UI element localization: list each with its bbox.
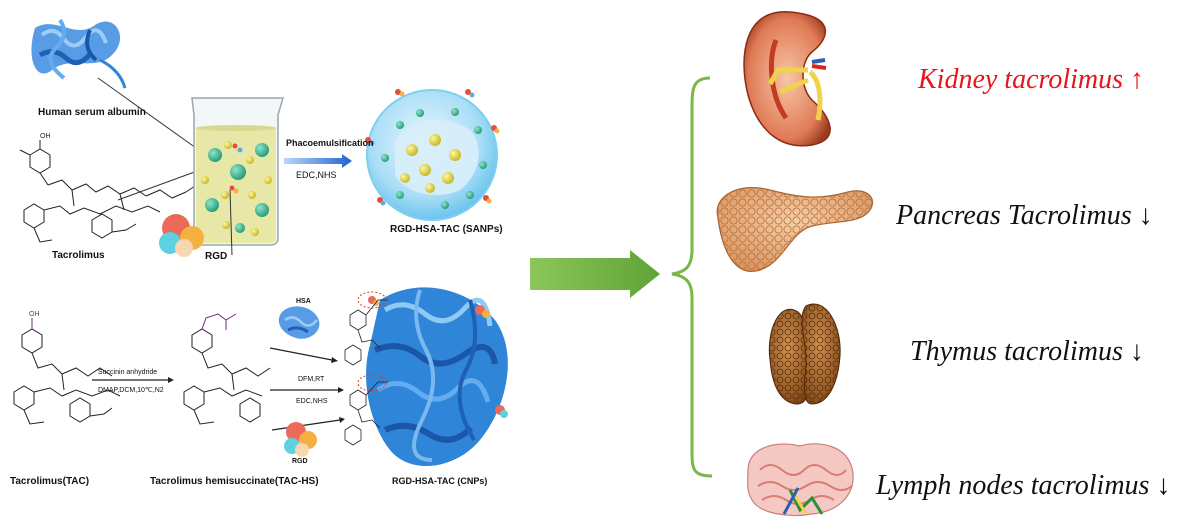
succinic-reagent-label: Succinin anhydride xyxy=(98,369,158,376)
reagent-label: EDC,NHS xyxy=(296,170,337,180)
step2-condition-label: DFM,RT xyxy=(298,376,325,383)
rgd-pointer-line xyxy=(229,189,233,256)
step2-arrowhead xyxy=(338,387,344,393)
hsa-pointer-line xyxy=(97,77,211,159)
hsa-label: Human serum albumin xyxy=(38,107,146,118)
pancreas-icon xyxy=(716,187,874,272)
rgd-peptide-icon xyxy=(159,214,204,257)
hsa-to-cnp-arrow xyxy=(269,347,333,361)
organ-bracket xyxy=(671,76,713,478)
linkage-highlight-top xyxy=(357,291,387,309)
sanp-nanoparticle-icon xyxy=(365,89,500,221)
cnp-tac-attachments xyxy=(344,299,388,446)
cnp-protein-icon xyxy=(366,287,508,467)
oh-label: OH xyxy=(40,133,51,140)
step1-arrowhead xyxy=(168,377,174,383)
linkage-highlight-bottom xyxy=(357,374,387,392)
kidney-result-text: Kidney tacrolimus ↑ xyxy=(918,64,1145,95)
hsa-protein-icon xyxy=(31,18,127,89)
hsa-small-label: HSA xyxy=(296,298,311,305)
tachs-structure-icon xyxy=(183,313,271,425)
step3-condition-label: EDC,NHS xyxy=(296,398,328,405)
hsa-arrowhead xyxy=(331,357,338,363)
beaker-particles xyxy=(201,141,272,236)
tacrolimus-structure-icon xyxy=(19,140,199,243)
rgd-arrowhead xyxy=(339,417,345,423)
kidney-icon xyxy=(743,11,831,147)
thymus-icon xyxy=(768,303,841,405)
step1-condition-label: DMAP,DCM,10℃,N2 xyxy=(98,387,164,394)
tacrolimus-label: Tacrolimus xyxy=(52,250,105,261)
cnp-product-label: RGD-HSA-TAC (CNPs) xyxy=(392,476,488,486)
tac-oh-label: OH xyxy=(29,311,40,318)
sanp-product-label: RGD-HSA-TAC (SANPs) xyxy=(390,224,503,235)
tac-pointer-line xyxy=(117,169,201,201)
big-green-arrow xyxy=(530,250,660,298)
rgd-small-icon xyxy=(284,422,317,457)
rgd-to-cnp-arrow xyxy=(271,419,341,431)
hsa-small-protein-icon xyxy=(278,306,320,339)
process-label: Phacoemulsification xyxy=(286,138,374,148)
tac-structure-icon xyxy=(13,318,121,425)
pancreas-result-text: Pancreas Tacrolimus ↓ xyxy=(896,200,1153,231)
phaco-arrow xyxy=(284,154,352,168)
lymph-node-icon xyxy=(747,443,854,517)
thymus-result-text: Thymus tacrolimus ↓ xyxy=(910,336,1144,367)
tac-label: Tacrolimus(TAC) xyxy=(10,476,90,487)
rgd-small-label: RGD xyxy=(292,458,308,465)
rgd-label: RGD xyxy=(205,251,228,262)
lymph-result-text: Lymph nodes tacrolimus ↓ xyxy=(876,470,1171,501)
tachs-label: Tacrolimus hemisuccinate(TAC-HS) xyxy=(150,476,319,487)
